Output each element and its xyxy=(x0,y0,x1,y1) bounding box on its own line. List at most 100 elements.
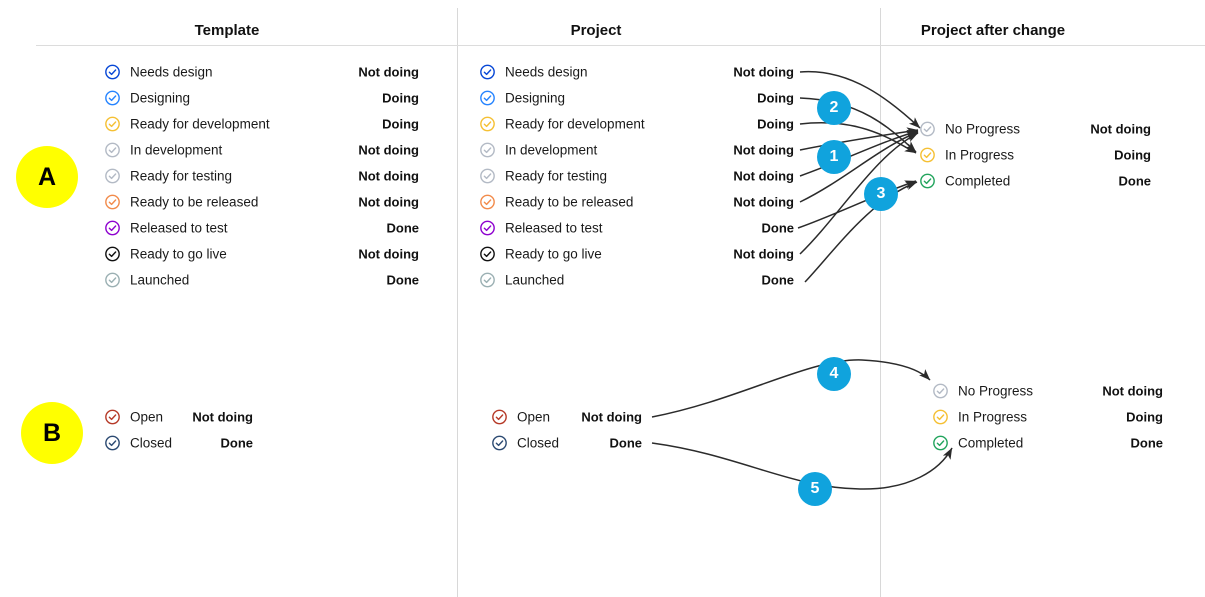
check-circle-icon xyxy=(104,90,121,107)
status-category-value: Not doing xyxy=(733,142,794,158)
status-category-value: Not doing xyxy=(733,194,794,210)
step-badge-3: 3 xyxy=(864,177,898,211)
check-circle-icon xyxy=(104,220,121,237)
arrow-released-to-test-to-completed xyxy=(797,180,917,229)
status-category-value: Not doing xyxy=(358,246,419,262)
status-label: Ready for development xyxy=(505,116,645,132)
check-circle-icon xyxy=(932,383,949,400)
status-category-value: Done xyxy=(1118,173,1152,189)
check-circle-icon xyxy=(932,435,949,452)
check-circle-icon xyxy=(479,90,496,107)
status-category-value: Not doing xyxy=(1102,383,1163,399)
status-category-value: Not doing xyxy=(358,194,419,210)
check-circle-icon xyxy=(104,246,121,263)
status-category-value: Done xyxy=(220,435,254,451)
status-category-value: Done xyxy=(761,272,795,288)
status-label: Ready to be released xyxy=(505,194,634,210)
status-category-value: Not doing xyxy=(358,142,419,158)
status-label: Needs design xyxy=(505,64,588,80)
status-label: Open xyxy=(517,409,551,425)
status-label: Ready to go live xyxy=(130,246,227,262)
step-badge-2: 2 xyxy=(817,91,851,125)
check-circle-icon xyxy=(479,168,496,185)
status-category-value: Done xyxy=(386,220,420,236)
check-circle-icon xyxy=(479,272,496,289)
arrow-in-development-to-no-progress xyxy=(799,127,919,151)
section-marker-a: A xyxy=(16,146,78,208)
check-circle-icon xyxy=(104,142,121,159)
status-category-value: Doing xyxy=(1126,409,1163,425)
check-circle-icon xyxy=(932,409,949,426)
check-circle-icon xyxy=(919,173,936,190)
status-category-value: Doing xyxy=(1114,147,1151,163)
status-category-value: Not doing xyxy=(358,64,419,80)
status-category-value: Not doing xyxy=(733,246,794,262)
check-circle-icon xyxy=(104,64,121,81)
status-label: Designing xyxy=(505,90,566,106)
status-label: Ready for testing xyxy=(505,168,608,184)
status-category-value: Done xyxy=(609,435,643,451)
step-badge-1: 1 xyxy=(817,140,851,174)
status-label: Released to test xyxy=(505,220,603,236)
status-label: Ready to go live xyxy=(505,246,602,262)
column-header-project: Project xyxy=(570,22,622,39)
check-circle-icon xyxy=(491,409,508,426)
column-header-project-after-change: Project after change xyxy=(920,22,1066,39)
column-divider-left xyxy=(457,8,458,597)
arrow-ready-to-be-released-to-no-progress xyxy=(799,131,919,203)
status-category-value: Doing xyxy=(757,116,794,132)
status-label: Released to test xyxy=(130,220,228,236)
status-label: No Progress xyxy=(958,383,1034,399)
status-category-value: Doing xyxy=(382,90,419,106)
status-label: Completed xyxy=(945,173,1011,189)
status-label: In development xyxy=(505,142,598,158)
column-header-template: Template xyxy=(194,22,260,39)
status-category-value: Not doing xyxy=(192,409,253,425)
status-label: Ready for development xyxy=(130,116,270,132)
check-circle-icon xyxy=(104,272,121,289)
status-label: Closed xyxy=(130,435,173,451)
status-label: In Progress xyxy=(945,147,1015,163)
section-marker-b: B xyxy=(21,402,83,464)
status-label: Ready to be released xyxy=(130,194,259,210)
status-category-value: Not doing xyxy=(1090,121,1151,137)
check-circle-icon xyxy=(479,64,496,81)
check-circle-icon xyxy=(479,194,496,211)
status-category-value: Not doing xyxy=(358,168,419,184)
status-label: In development xyxy=(130,142,223,158)
status-label: Designing xyxy=(130,90,191,106)
check-circle-icon xyxy=(104,435,121,452)
check-circle-icon xyxy=(919,147,936,164)
arrow-open-to-no-progress xyxy=(651,359,931,418)
status-label: Completed xyxy=(958,435,1024,451)
step-badge-4: 4 xyxy=(817,357,851,391)
status-category-value: Not doing xyxy=(733,168,794,184)
check-circle-icon xyxy=(104,194,121,211)
status-category-value: Doing xyxy=(757,90,794,106)
check-circle-icon xyxy=(104,168,121,185)
status-label: In Progress xyxy=(958,409,1028,425)
status-category-value: Done xyxy=(761,220,795,236)
status-label: Closed xyxy=(517,435,560,451)
status-category-value: Done xyxy=(386,272,420,288)
status-category-value: Doing xyxy=(382,116,419,132)
status-label: No Progress xyxy=(945,121,1021,137)
arrow-ready-for-development-to-in-progress xyxy=(799,122,917,154)
step-badge-5: 5 xyxy=(798,472,832,506)
status-label: Launched xyxy=(130,272,190,288)
header-divider xyxy=(36,45,1205,46)
check-circle-icon xyxy=(479,246,496,263)
status-label: Open xyxy=(130,409,164,425)
check-circle-icon xyxy=(104,409,121,426)
check-circle-icon xyxy=(919,121,936,138)
column-divider-right xyxy=(880,8,881,597)
status-label: Ready for testing xyxy=(130,168,233,184)
status-label: Launched xyxy=(505,272,565,288)
check-circle-icon xyxy=(479,220,496,237)
check-circle-icon xyxy=(104,116,121,133)
check-circle-icon xyxy=(479,116,496,133)
status-category-value: Not doing xyxy=(733,64,794,80)
status-label: Needs design xyxy=(130,64,213,80)
check-circle-icon xyxy=(491,435,508,452)
